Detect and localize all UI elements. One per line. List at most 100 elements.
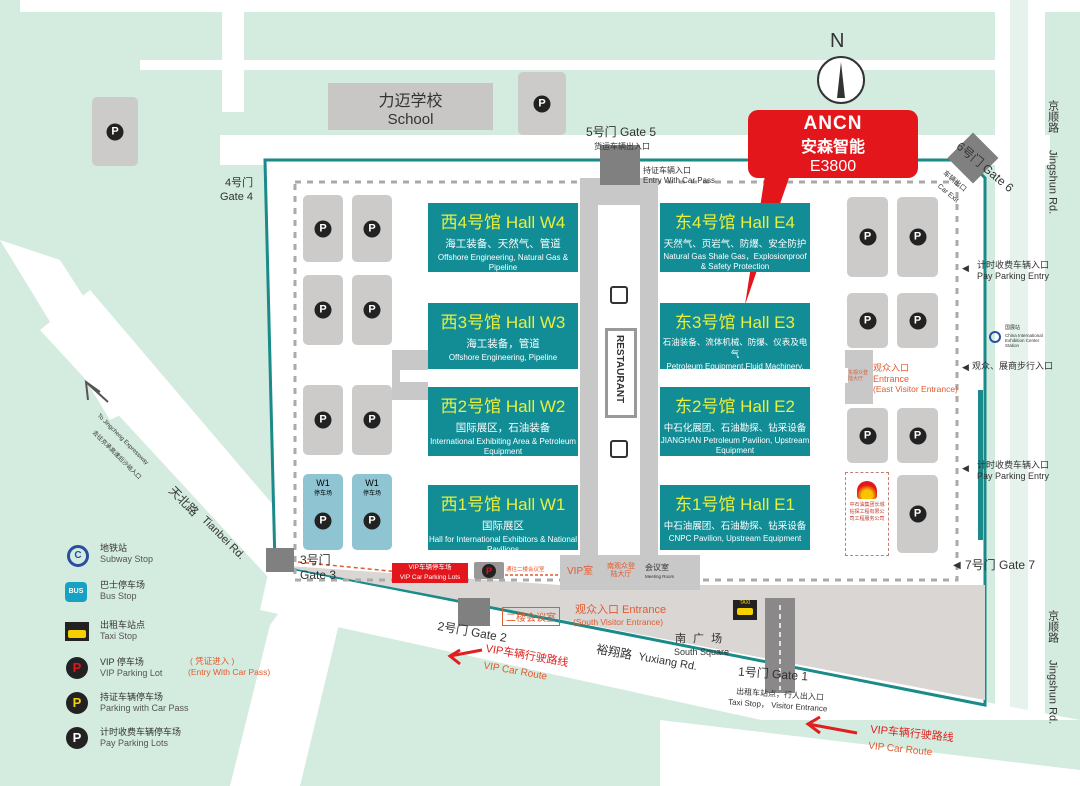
gate3-label-cn: 3号门 — [300, 553, 331, 567]
school-name-en: School — [387, 111, 434, 128]
parking-icon: P — [363, 301, 381, 319]
legend-cn: 巴士停车场 — [100, 580, 146, 590]
meeting-room-en: Meeting Room — [645, 574, 675, 579]
vip-parking-sign: VIP车辆停车场 VIP Car Parking Lots — [392, 563, 468, 583]
parking-icon: P — [363, 220, 381, 237]
taxi-icon: TAXI — [733, 600, 757, 620]
restaurant[interactable]: RESTAURANT — [605, 328, 637, 418]
south-square-en: South Square — [674, 647, 730, 657]
hall-desc-cn: 国际展区 — [482, 520, 524, 532]
vip-parking-icon: P — [66, 657, 88, 679]
parking-icon: P — [909, 312, 926, 329]
second-floor-meeting: 二楼会议室 — [502, 607, 560, 626]
parking-lot: P — [897, 408, 938, 463]
pay-entry-en: Pay Parking Entry — [977, 271, 1050, 281]
parking-icon: P — [859, 427, 876, 444]
pay-parking-icon: P — [66, 727, 88, 749]
w1-sub: 停车场 — [362, 491, 381, 497]
parking-icon: P — [533, 95, 551, 112]
hall-desc-en: JIANGHAN Petroleum Pavilion, Upstream Eq… — [660, 436, 810, 456]
jingshun-road-cn-south: 京顺路 — [1046, 610, 1059, 643]
gate5-label: 5号门 Gate 5 — [586, 125, 657, 139]
south-entrance-cn: 观众入口 Entrance — [575, 604, 667, 616]
parking-lot: P — [518, 72, 566, 135]
hall-desc-en: Offshore Engineering, Pipeline — [448, 353, 558, 362]
car-pass-parking-icon: P — [66, 692, 88, 714]
legend-cn: 计时收费车辆停车场 — [100, 727, 182, 737]
parking-lot: P — [847, 293, 888, 348]
hall-e1[interactable]: 东1号馆 Hall E1 中石油展团、石油勘探、钻采设备 CNPC Pavilion… — [660, 485, 810, 550]
legend-cn: VIP 停车场 — [100, 657, 144, 667]
compass-label: N — [830, 30, 845, 52]
w1-sub: 停车场 — [313, 491, 332, 497]
pay-entry-cn: 计时收费车辆入口 — [977, 460, 1050, 470]
hall-desc-en: Offshore Engineering, Natural Gas & Pipe… — [437, 253, 569, 273]
parking-icon: P — [314, 512, 332, 530]
exhibitor-callout[interactable]: ANCN 安森智能 E3800 — [748, 110, 918, 178]
parking-lot: P — [303, 275, 343, 345]
parking-lot: P — [352, 195, 392, 262]
hall-title: 东4号馆 Hall E4 — [675, 213, 795, 232]
hall-title: 东2号馆 Hall E2 — [675, 397, 795, 416]
parking-icon: P — [909, 505, 926, 523]
legend-en: Bus Stop — [100, 591, 137, 601]
restaurant-label: RESTAURANT — [614, 335, 625, 404]
pay-entry-arrow-icon: ◀ — [962, 263, 969, 273]
legend-en: Taxi Stop — [100, 631, 138, 641]
elevator-icon — [610, 440, 628, 458]
north-arrow-icon — [817, 56, 865, 104]
hall-desc-cn: 石油装备、流体机械、防爆、仪表及电气 — [662, 337, 808, 359]
elevator-icon — [610, 286, 628, 304]
gate7-label: 7号门 Gate 7 — [965, 558, 1036, 572]
car-pass-entry-cn: 持证车辆入口 — [643, 166, 691, 175]
hall-desc-en: International Exhibiting Area & Petroleu… — [430, 437, 576, 457]
parking-lot: P — [92, 97, 138, 166]
legend-en: Pay Parking Lots — [100, 738, 169, 748]
gate7-arrow-icon: ◀ — [953, 560, 961, 571]
jingshun-road-en-south: Jingshun Rd. — [1046, 660, 1059, 725]
parking-lot: P — [847, 408, 888, 463]
hall-title: 西3号馆 Hall W3 — [440, 313, 566, 332]
pay-entry-cn: 计时收费车辆入口 — [977, 260, 1050, 270]
parking-lot: P — [897, 475, 938, 553]
jingshun-road-cn: 京顺路 — [1046, 100, 1059, 133]
w1-label: W1 — [365, 478, 379, 488]
pay-entry-en: Pay Parking Entry — [977, 471, 1050, 481]
legend-en: Parking with Car Pass — [100, 703, 189, 713]
parking-lot: P — [897, 197, 938, 277]
meeting-room-cn: 会议室 — [645, 563, 669, 572]
south-square-cn: 南 广 场 — [675, 633, 725, 645]
walk-entry-arrow-icon: ◀ — [962, 362, 969, 372]
school-building: 力迈学校 School — [328, 83, 493, 130]
school-name-cn: 力迈学校 — [378, 93, 443, 110]
legend-note-en: (Entry With Car Pass) — [188, 667, 271, 677]
legend-note-cn: ( 凭证进入 ) — [190, 656, 235, 666]
subway-station-en: China International Exhibition Center St… — [1005, 333, 1043, 349]
hall-title: 东1号馆 Hall E1 — [675, 495, 795, 514]
hall-desc-cn: 中石油展团、石油勘探、钻采设备 — [663, 521, 807, 532]
hall-desc-en: Hall for International Exhibitors & Nati… — [428, 535, 578, 555]
hall-desc-en: CNPC Pavilion, Upstream Equipment — [668, 534, 802, 543]
bus-icon: BUS — [65, 582, 87, 602]
petrochina-text: 中石油集团长城钻探工程有限公司工程服务公司 — [849, 502, 885, 522]
vip-lot-en: VIP Car Parking Lots — [399, 574, 461, 581]
vip-parking-lot: P — [474, 562, 504, 579]
gate3-label-en: Gate 3 — [300, 568, 337, 582]
taxi-sign: TAXI — [739, 600, 751, 606]
pay-entry-arrow-icon: ◀ — [962, 463, 969, 473]
gate4-label-cn: 4号门 — [225, 177, 254, 189]
parking-icon: P — [314, 301, 332, 319]
south-entrance-en: (South Visitor Entrance) — [573, 617, 664, 627]
parking-icon: P — [909, 427, 926, 444]
legend-cn: 持证车辆停车场 — [100, 692, 164, 702]
east-hall-label: 东观众登陆大厅 — [848, 370, 869, 382]
